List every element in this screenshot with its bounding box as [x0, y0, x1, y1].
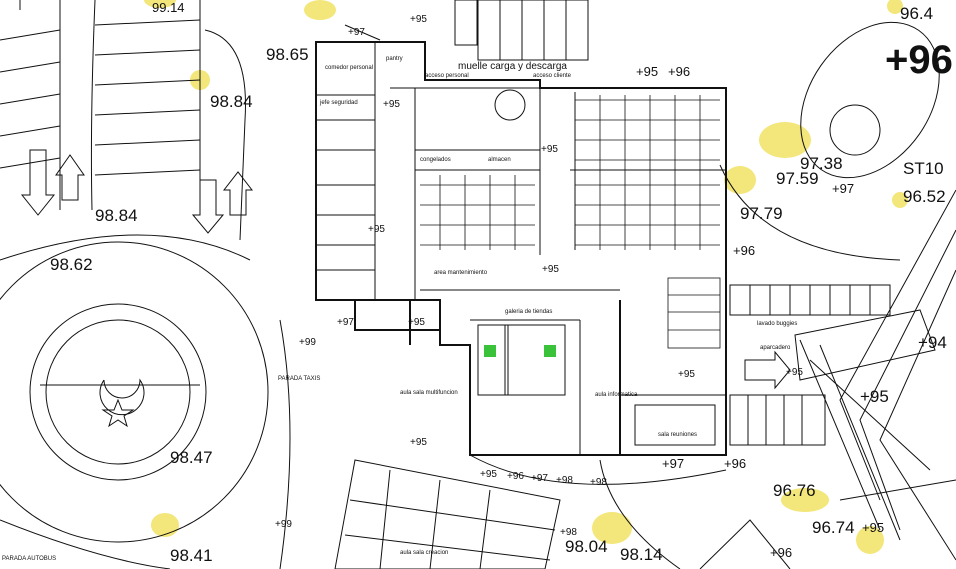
spot-level: +96: [885, 38, 953, 82]
spot-level: 96.52: [903, 187, 946, 206]
level-mark: +95: [862, 520, 885, 535]
level-mark: +97: [348, 27, 365, 38]
lift-markers: [484, 345, 556, 357]
spot-level: 96.74: [812, 518, 855, 537]
level-mark: +95: [678, 369, 695, 380]
level-mark: +95: [636, 64, 659, 79]
traffic-arrows: [20, 149, 254, 234]
shelving-grid: [420, 95, 721, 349]
spot-level: 98.65: [266, 45, 309, 64]
level-mark: +98: [560, 527, 577, 538]
spot-level: 97.59: [776, 169, 819, 188]
level-mark: +95: [542, 264, 559, 275]
spot-level: 98.62: [50, 255, 93, 274]
room-label: aula informatica: [595, 392, 638, 398]
room-label: comedor personal: [325, 65, 374, 71]
interior-walls: [316, 0, 726, 455]
spot-level: ST10: [903, 159, 944, 178]
room-label: lavado buggies: [757, 321, 798, 327]
room-label: aparcadero: [760, 345, 791, 351]
level-mark: +97: [337, 317, 354, 328]
level-mark: +96: [507, 471, 524, 482]
level-mark: +95: [541, 144, 558, 155]
level-mark: +97: [662, 456, 685, 471]
spot-level: 98.41: [170, 546, 213, 565]
level-mark: +97: [531, 473, 548, 484]
east-parking: [729, 284, 936, 446]
room-label: PARADA TAXIS: [278, 376, 321, 382]
room-label: almacen: [488, 157, 511, 163]
level-mark: +95: [383, 99, 400, 110]
room-label: PARADA AUTOBUS: [2, 556, 57, 562]
room-label: muelle carga y descarga: [458, 61, 567, 72]
level-mark: +95: [410, 437, 427, 448]
level-mark: +99: [275, 519, 292, 530]
room-label: jefe seguridad: [320, 100, 358, 106]
level-mark: +94: [918, 333, 947, 352]
level-mark: +95: [368, 224, 385, 235]
spot-level: 98.84: [95, 206, 138, 225]
left-parking: [0, 0, 246, 241]
level-mark: +96: [770, 545, 793, 560]
spot-level: 97.79: [740, 204, 783, 223]
room-label: pantry: [386, 56, 403, 62]
level-mark: +97: [832, 181, 855, 196]
level-mark: +95: [408, 317, 425, 328]
roundabout: [0, 234, 291, 569]
level-mark: +95: [410, 14, 427, 25]
spot-level: 96.76: [773, 481, 816, 500]
south-plaza: [334, 454, 727, 569]
level-mark: +98: [556, 475, 573, 486]
room-label: aula sala creacion: [400, 550, 449, 556]
level-mark: +95: [860, 387, 889, 406]
spot-level: 99.14: [152, 0, 185, 15]
room-label: aula sala multifuncion: [400, 390, 458, 396]
room-label: acceso personal: [425, 73, 469, 79]
building-outline: [315, 41, 727, 456]
east-roads: [699, 21, 956, 569]
level-mark: +98: [590, 477, 607, 488]
spot-level: 98.14: [620, 545, 663, 564]
spot-level: 96.4: [900, 4, 934, 23]
room-label: acceso cliente: [533, 73, 572, 79]
room-label: sala reuniones: [658, 432, 698, 438]
spot-level: 98.04: [565, 537, 608, 556]
room-label: galeria de tiendas: [505, 309, 553, 315]
level-mark: +95: [786, 367, 803, 378]
spot-level: 98.84: [210, 92, 253, 111]
room-label: congelados: [420, 157, 451, 163]
spot-level: 98.47: [170, 448, 213, 467]
level-mark: +96: [668, 64, 691, 79]
level-mark: +96: [733, 243, 756, 258]
level-mark: +96: [724, 456, 747, 471]
room-label: area mantenimiento: [434, 270, 488, 276]
level-mark: +99: [299, 337, 316, 348]
level-mark: +95: [480, 469, 497, 480]
spot-level: 97.38: [800, 154, 843, 173]
tree-symbols: [144, 0, 908, 554]
